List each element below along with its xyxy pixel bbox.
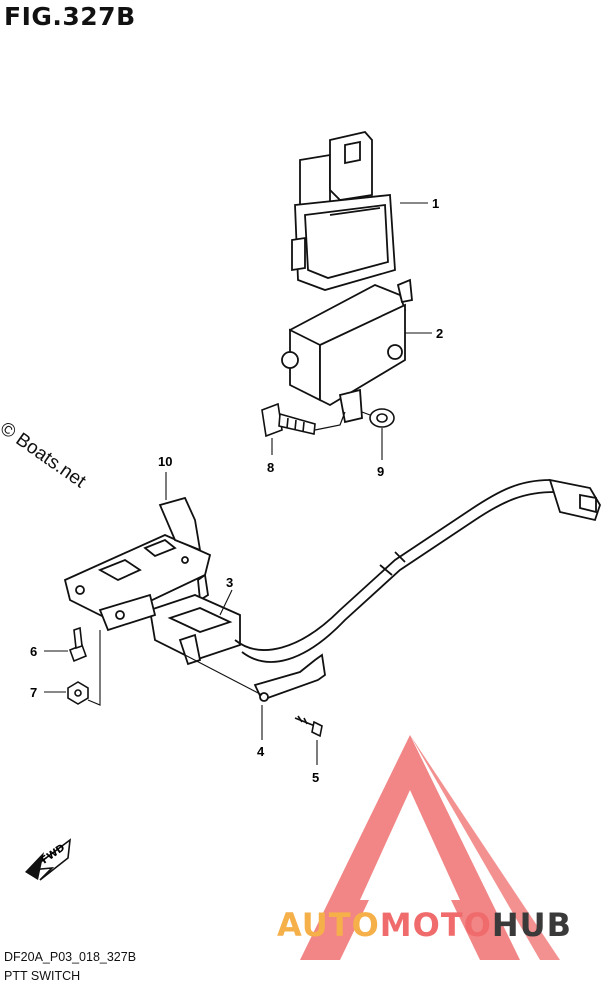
brand-part-hub: HUB (491, 906, 573, 944)
part-5-screw (294, 715, 323, 738)
figure-title: FIG.327B (4, 2, 136, 31)
wire-harness (234, 478, 601, 663)
callout-9: 9 (377, 464, 384, 479)
callout-1: 1 (432, 196, 439, 211)
fwd-arrow-icon: FWD (25, 838, 71, 881)
brand-part-auto: AUTO (277, 906, 380, 944)
figure-code: DF20A_P03_018_327B (4, 950, 137, 964)
part-8-bolt (261, 402, 316, 438)
part-6-bolt (68, 626, 88, 663)
part-3-ptt-switch (98, 593, 241, 666)
figure-caption: PTT SWITCH (4, 969, 81, 983)
callout-7: 7 (30, 685, 37, 700)
part-1-module (291, 131, 396, 291)
part-4-clamp (253, 653, 326, 702)
callout-2: 2 (436, 326, 443, 341)
brand-name: AUTOMOTOHUB (277, 906, 572, 944)
callout-8: 8 (267, 460, 274, 475)
brand-part-moto: MOTO (379, 906, 492, 944)
callout-5: 5 (312, 770, 319, 785)
callout-4: 4 (257, 744, 265, 759)
callout-10: 10 (158, 454, 172, 469)
part-2-holder (281, 278, 413, 424)
callout-3: 3 (226, 575, 233, 590)
part-9-grommet (369, 408, 395, 428)
part-10-bracket (63, 496, 212, 622)
part-7-nut (67, 681, 89, 705)
callout-6: 6 (30, 644, 37, 659)
brand-logo-icon (300, 735, 560, 960)
